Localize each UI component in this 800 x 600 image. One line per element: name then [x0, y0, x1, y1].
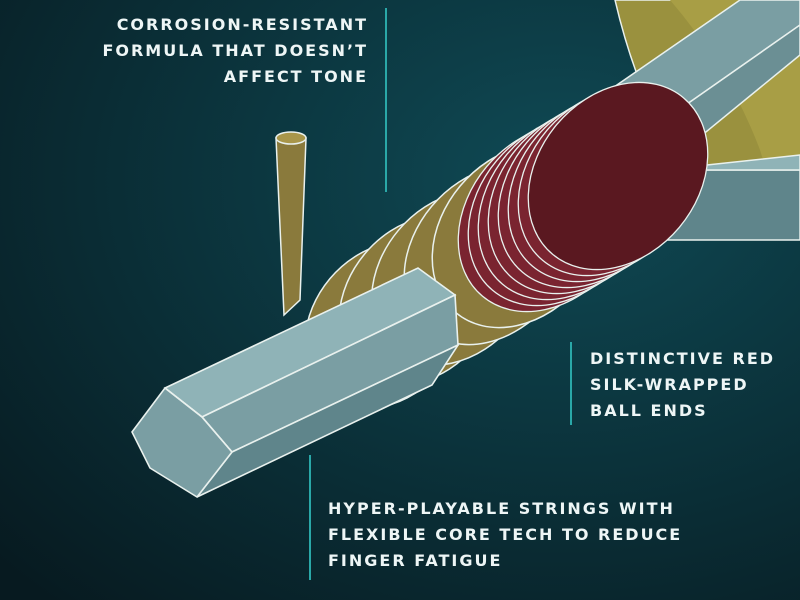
- callout-line: HYPER-PLAYABLE STRINGS WITH: [328, 499, 675, 518]
- callout-line: SILK-WRAPPED: [590, 375, 749, 394]
- red-silk-wrap: [457, 81, 709, 313]
- callout-red-silk-ball-ends: DISTINCTIVE RED SILK-WRAPPED BALL ENDS: [590, 346, 775, 424]
- callout-hyper-playable-strings: HYPER-PLAYABLE STRINGS WITH FLEXIBLE COR…: [328, 496, 682, 574]
- bronze-pin: [275, 131, 307, 317]
- callout-line: BALL ENDS: [590, 401, 708, 420]
- callout-corrosion-resistant: CORROSION-RESISTANT FORMULA THAT DOESN’T…: [102, 12, 368, 90]
- callout-line: AFFECT TONE: [223, 67, 368, 86]
- callout-line: DISTINCTIVE RED: [590, 349, 776, 368]
- leader-lines: [309, 8, 572, 580]
- callout-line: FINGER FATIGUE: [328, 551, 503, 570]
- hexagonal-core-rod: [131, 267, 461, 499]
- callout-line: CORROSION-RESISTANT: [116, 15, 368, 34]
- callout-line: FORMULA THAT DOESN’T: [102, 41, 368, 60]
- callout-line: FLEXIBLE CORE TECH TO REDUCE: [328, 525, 683, 544]
